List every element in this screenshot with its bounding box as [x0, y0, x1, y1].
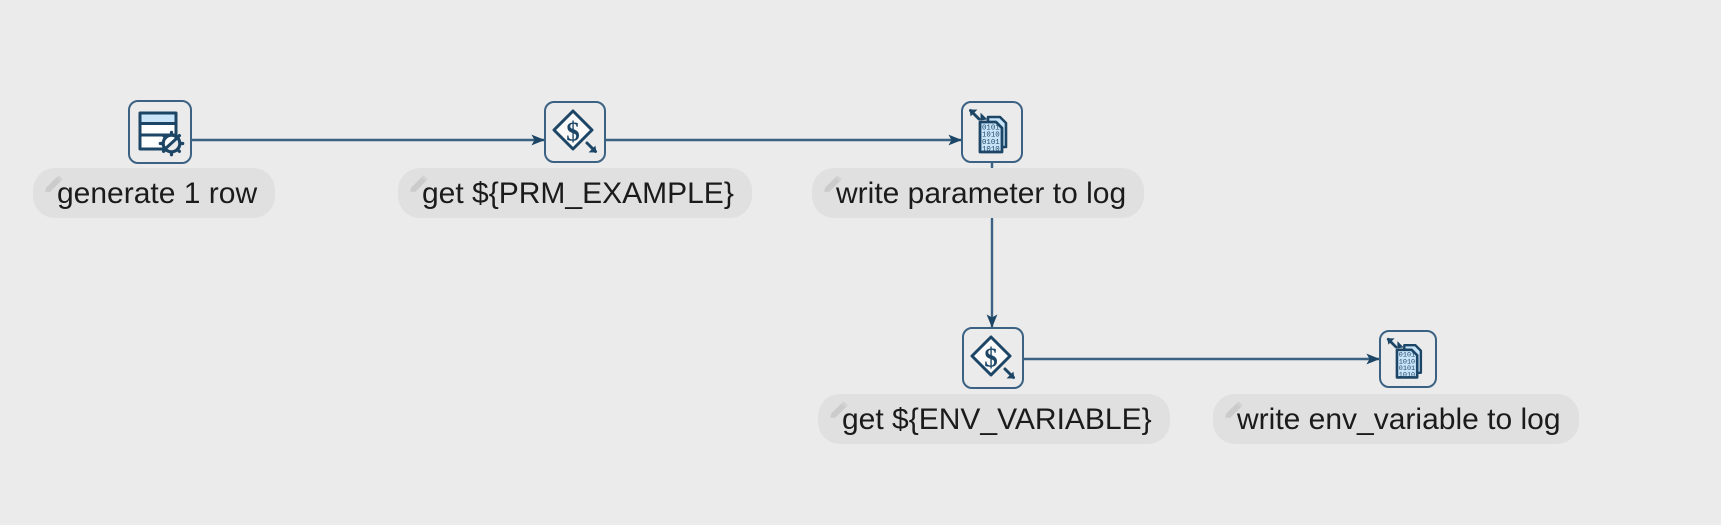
- node-label-generate-rows[interactable]: generate 1 row: [33, 168, 276, 218]
- node-label-text: get ${PRM_EXAMPLE}: [422, 177, 734, 210]
- write-to-log-icon: 0101 1010 0101 1010: [1386, 337, 1423, 380]
- binary-line: 1010: [1399, 358, 1415, 366]
- binary-line: 0101: [1399, 352, 1415, 360]
- node-write-env-variable-to-log[interactable]: 0101 1010 0101 1010: [1379, 330, 1437, 388]
- node-get-prm-example[interactable]: $: [544, 101, 606, 163]
- dollar-symbol: $: [984, 343, 998, 373]
- node-label-write-env-variable-to-log[interactable]: write env_variable to log: [1213, 394, 1579, 444]
- binary-line: 0101: [982, 139, 1000, 147]
- node-generate-rows[interactable]: [128, 100, 192, 164]
- binary-line: 1010: [1399, 372, 1415, 380]
- node-label-get-env-variable[interactable]: get ${ENV_VARIABLE}: [818, 394, 1170, 444]
- binary-line: 1010: [982, 132, 1000, 140]
- binary-line: 0101: [982, 125, 1000, 133]
- get-variable-icon: $: [970, 335, 1015, 379]
- pencil-icon: [824, 175, 842, 192]
- dollar-symbol: $: [566, 117, 580, 147]
- pencil-icon: [1225, 401, 1243, 418]
- pencil-icon: [45, 175, 63, 192]
- node-label-text: get ${ENV_VARIABLE}: [842, 403, 1152, 436]
- node-label-text: write env_variable to log: [1237, 403, 1561, 436]
- node-label-get-prm-example[interactable]: get ${PRM_EXAMPLE}: [398, 168, 752, 218]
- write-to-log-icon: 0101 1010 0101 1010: [969, 109, 1008, 154]
- pencil-icon: [410, 175, 428, 192]
- node-label-write-parameter-to-log[interactable]: write parameter to log: [812, 168, 1145, 218]
- node-get-env-variable[interactable]: $: [962, 327, 1024, 389]
- binary-line: 1010: [982, 146, 1000, 154]
- node-write-parameter-to-log[interactable]: 0101 1010 0101 1010: [961, 101, 1023, 163]
- generate-rows-icon: [138, 111, 185, 157]
- node-label-text: write parameter to log: [836, 177, 1127, 210]
- binary-line: 0101: [1399, 365, 1415, 373]
- pencil-icon: [830, 401, 848, 418]
- get-variable-icon: $: [552, 109, 597, 153]
- node-label-text: generate 1 row: [57, 177, 258, 210]
